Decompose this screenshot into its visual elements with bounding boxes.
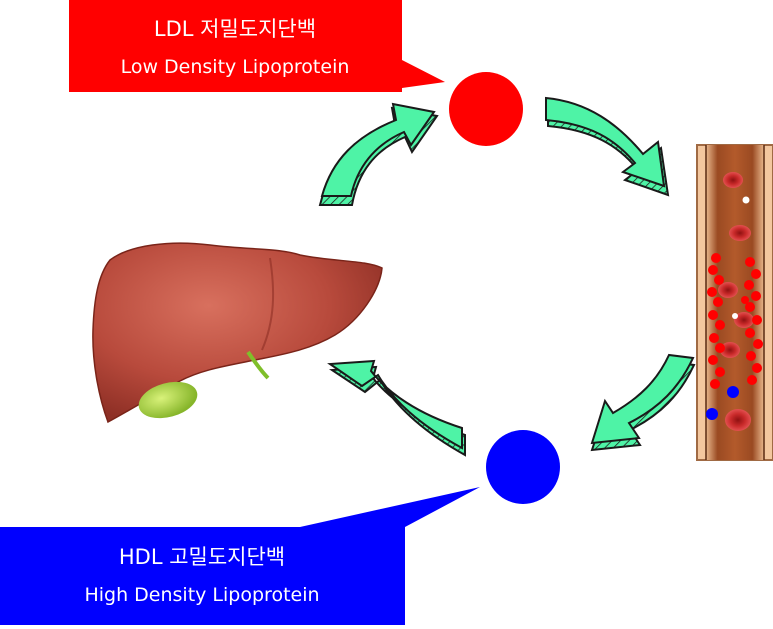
hdl-callout-box xyxy=(0,487,480,625)
arrow-liver-to-ldl xyxy=(318,102,439,206)
ldl-callout: LDL 저밀도지단백 Low Density Lipoprotein xyxy=(69,0,445,92)
hdl-particle-circle xyxy=(486,430,560,504)
hdl-callout: HDL 고밀도지단백 High Density Lipoprotein xyxy=(0,487,480,625)
liver-lobe-line xyxy=(261,257,275,351)
white-particle xyxy=(742,196,750,204)
red-blood-cell xyxy=(720,342,740,358)
arrow-ldl-to-vessel xyxy=(545,96,670,197)
white-particle xyxy=(732,313,738,319)
liver-icon xyxy=(92,242,383,424)
liver-body xyxy=(92,242,383,424)
arrow-hdl-to-liver xyxy=(327,359,466,457)
ldl-subtitle: Low Density Lipoprotein xyxy=(121,56,350,78)
arrow-vessel-to-hdl xyxy=(590,353,696,452)
red-blood-cell xyxy=(729,225,751,241)
red-blood-cell xyxy=(723,172,743,188)
ldl-title: LDL 저밀도지단백 xyxy=(154,17,316,41)
hdl-title: HDL 고밀도지단백 xyxy=(119,545,285,569)
hdl-subtitle: High Density Lipoprotein xyxy=(84,584,319,606)
red-blood-cell xyxy=(718,282,738,298)
ldl-particle-circle xyxy=(449,72,523,146)
bile-duct xyxy=(246,350,270,380)
ldl-callout-box xyxy=(69,0,445,92)
red-blood-cell xyxy=(734,312,754,328)
blood-vessel-icon xyxy=(696,144,773,461)
red-blood-cell xyxy=(725,409,751,431)
ldl-particles-in-vessel xyxy=(707,253,763,389)
gallbladder xyxy=(138,381,198,419)
hdl-particles-in-vessel xyxy=(706,386,739,420)
